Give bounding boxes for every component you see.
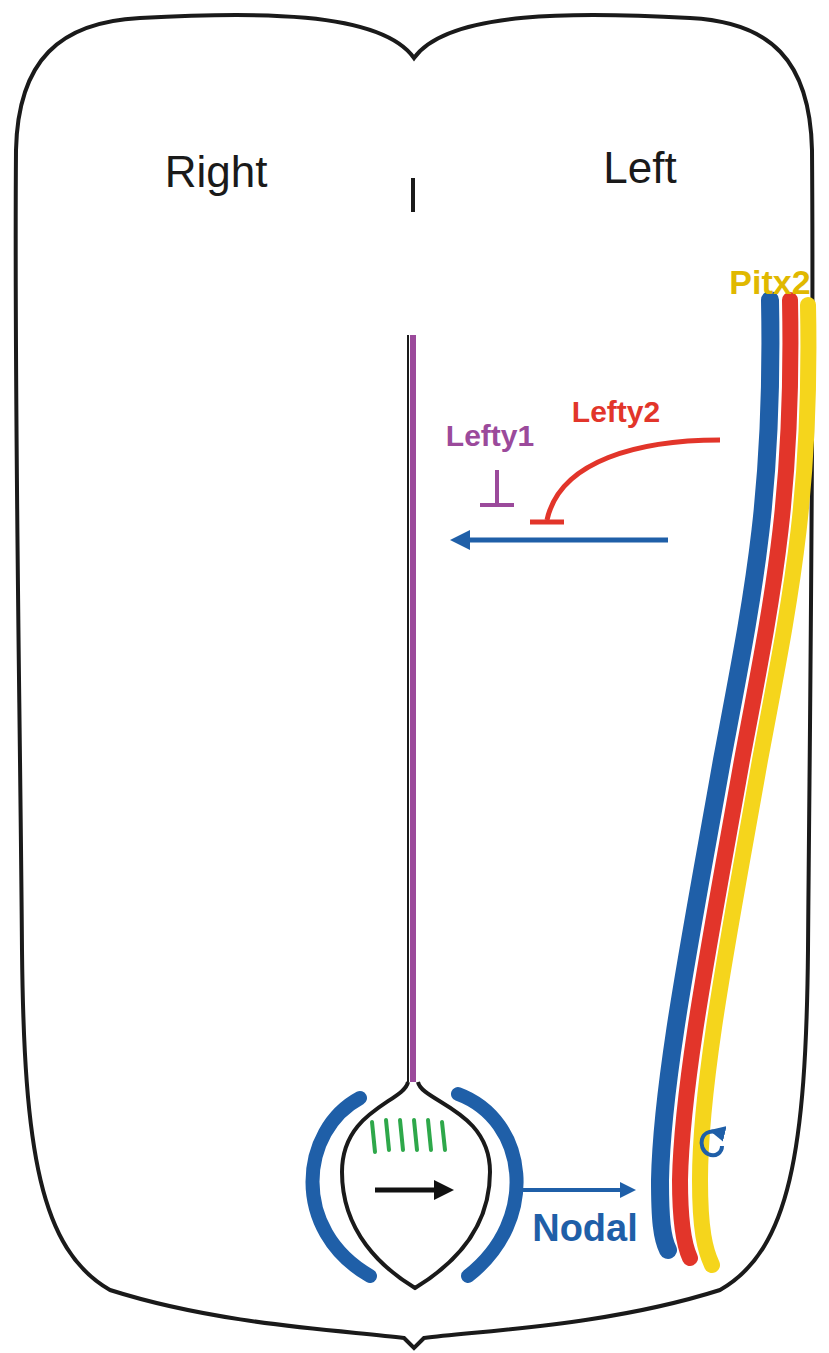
- midline-barrier: [410, 335, 416, 1082]
- gene-label: Lefty1: [446, 421, 534, 451]
- nodal-autoregulation: [702, 1131, 722, 1155]
- node-pit: [342, 1082, 490, 1288]
- side-label: Right: [165, 150, 268, 194]
- side-label: Left: [603, 146, 676, 190]
- gene-label: Lefty2: [572, 397, 660, 427]
- perinodal-nodal: [458, 1094, 517, 1276]
- midline-edge: [407, 335, 409, 1082]
- nodal-diffusion-arrow: [460, 538, 668, 543]
- nodal-signal-arrow: [520, 1188, 628, 1192]
- cilia: [372, 1120, 445, 1152]
- midline-notch: [411, 178, 415, 212]
- gene-label: Pitx2: [729, 265, 810, 299]
- gene-label: Nodal: [532, 1209, 638, 1247]
- lefty2-inhibition: [530, 440, 720, 522]
- perinodal-nodal: [313, 1098, 371, 1276]
- lefty1-inhibition: [480, 470, 514, 505]
- nodal-flow-arrow: [375, 1188, 444, 1193]
- embryo-outline: [16, 15, 813, 1348]
